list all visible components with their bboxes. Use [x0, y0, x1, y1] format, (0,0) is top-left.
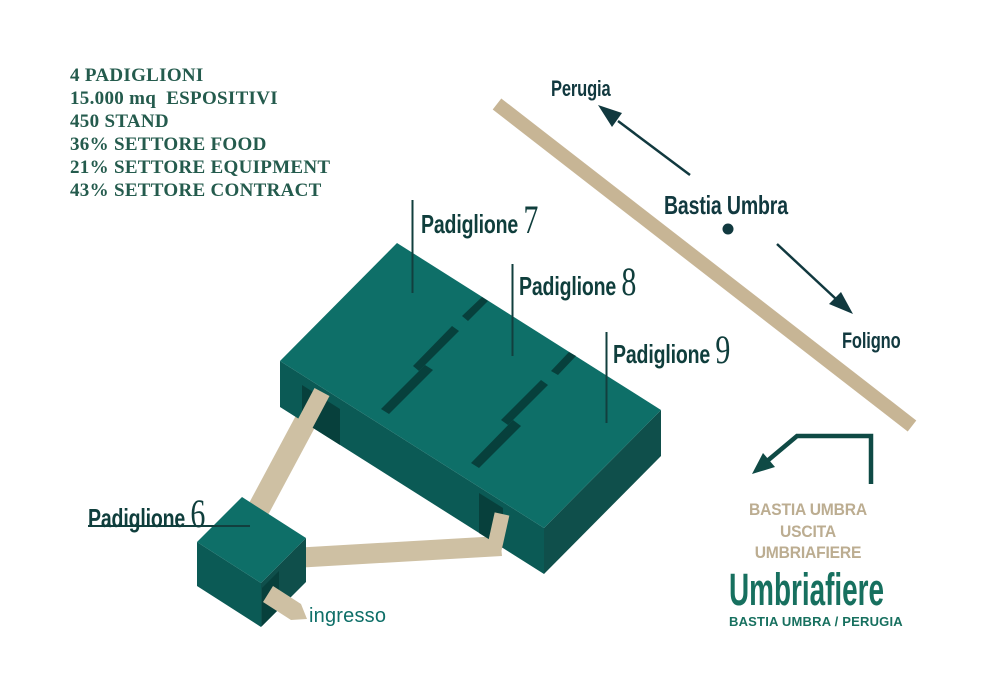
entrance-walkway: [263, 586, 307, 620]
town-dot: [722, 223, 734, 235]
stats-line: 15.000 mq ESPOSITIVI: [70, 88, 278, 109]
walkway-pavilion6-to-7: [240, 393, 328, 530]
foligno-label: Foligno: [842, 328, 901, 353]
exit-sign: BASTIA UMBRA USCITA UMBRIAFIERE: [716, 499, 900, 564]
exit-sign-line: BASTIA UMBRA: [749, 500, 867, 519]
pavilions-789-left-face: [280, 361, 544, 574]
pavilion-7-number: 7: [523, 197, 539, 242]
pavilion-6-name: Padiglione: [88, 503, 186, 533]
town-label: Bastia Umbra: [664, 190, 788, 220]
pavilion-6-left-face: [197, 542, 261, 627]
pavilion-8-name: Padiglione: [519, 271, 617, 301]
stats-line: 36% SETTORE FOOD: [70, 134, 267, 155]
umbriafiere-logo-subtitle: BASTIA UMBRA / PERUGIA: [729, 614, 903, 629]
foligno-arrow-icon: [776, 243, 853, 314]
walkway-into-pavilion-9: [486, 512, 510, 552]
groove-segment: [381, 365, 433, 414]
road: [492, 98, 917, 432]
groove-segment: [551, 352, 576, 375]
pavilion-9-name: Padiglione: [613, 339, 711, 369]
walkway-pavilion6-to-9: [292, 536, 502, 568]
pavilions-789-right-face: [544, 410, 661, 574]
stats-line: 4 PADIGLIONI: [70, 65, 204, 86]
exit-arrow-icon: [752, 433, 874, 484]
groove-segment: [501, 380, 548, 425]
perugia-label: Perugia: [551, 76, 611, 101]
pavilion-9-number: 9: [715, 327, 731, 372]
stats-block: 4 PADIGLIONI 15.000 mq ESPOSITIVI 450 ST…: [70, 64, 330, 202]
pavilions-789-top-face: [280, 243, 661, 528]
groove-segment: [462, 297, 488, 321]
exit-sign-line: USCITA: [780, 521, 836, 541]
entrance-label: ingresso: [309, 605, 387, 627]
walkway-into-pavilion-7: [297, 388, 330, 428]
pavilion-6-top-face: [197, 497, 306, 583]
groove-between-7-8: [381, 297, 488, 414]
groove-segment: [413, 326, 459, 371]
groove-segment: [471, 420, 521, 468]
pavilion-6-number: 6: [190, 491, 206, 536]
groove-between-8-9: [471, 352, 576, 468]
stats-line: 21% SETTORE EQUIPMENT: [70, 157, 331, 178]
pavilions-789-block: [280, 243, 661, 574]
stats-line: 43% SETTORE CONTRACT: [70, 180, 322, 201]
exit-sign-line: UMBRIAFIERE: [754, 543, 862, 562]
umbriafiere-logo: Umbriafiere: [729, 564, 885, 615]
perugia-arrow-icon: [598, 105, 691, 176]
pavilion-7-name: Padiglione: [421, 209, 519, 239]
pavilion-8-number: 8: [621, 259, 637, 304]
stats-line: 450 STAND: [70, 111, 169, 132]
